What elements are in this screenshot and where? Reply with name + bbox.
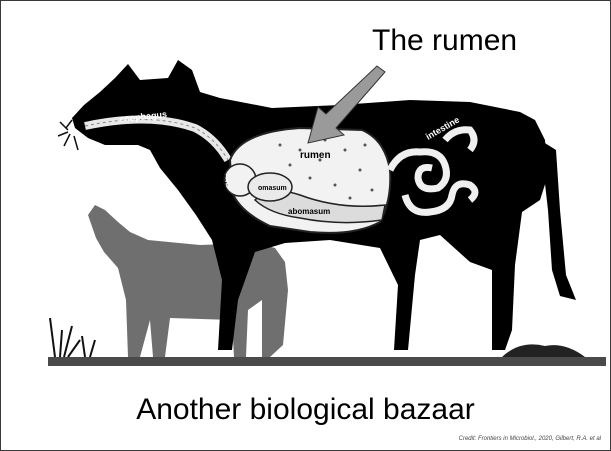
reticulum-label: reticulum bbox=[220, 175, 227, 207]
slide-caption: Another biological bazaar bbox=[0, 393, 611, 427]
callout-label: The rumen bbox=[372, 24, 517, 58]
dung-pile-icon bbox=[502, 344, 585, 357]
grass-icon bbox=[50, 318, 95, 357]
cow-tail bbox=[540, 140, 576, 300]
ground-line bbox=[48, 357, 606, 366]
abomasum-label: abomasum bbox=[288, 207, 330, 216]
credit-text: Credit: Frontiers in Microbiol., 2020, G… bbox=[459, 436, 601, 442]
omasum-label: omasum bbox=[258, 185, 287, 192]
rumen-label: rumen bbox=[300, 150, 331, 161]
